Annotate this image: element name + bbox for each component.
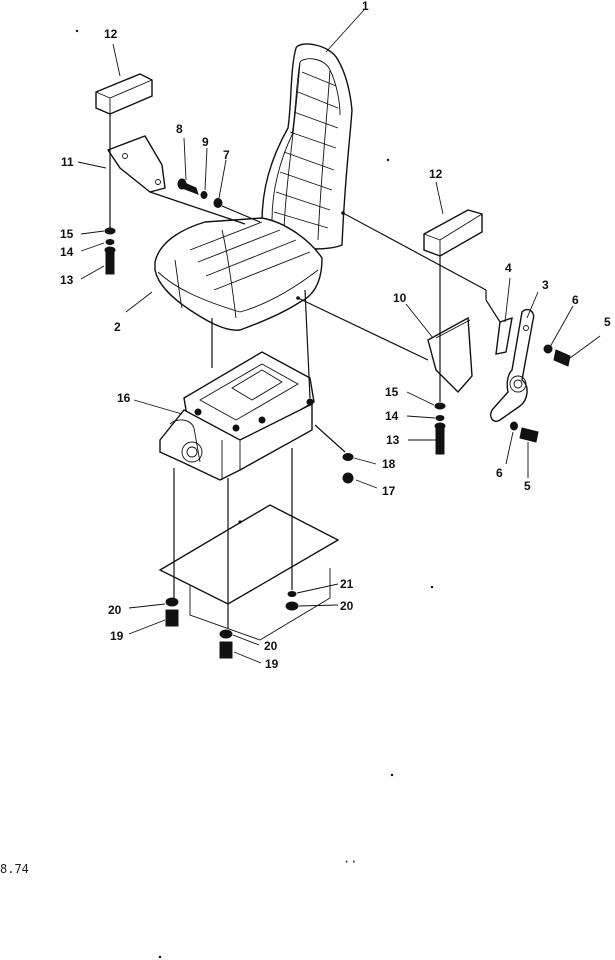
callout-10: 10 — [393, 291, 407, 305]
backrest-bolts — [177, 178, 261, 223]
callout-6-lower: 6 — [496, 466, 503, 480]
callout-5-lower: 5 — [524, 479, 531, 493]
recline-lever-assembly — [297, 212, 571, 443]
callout-13-right: 13 — [386, 433, 400, 447]
callout-18: 18 — [382, 457, 396, 471]
callout-11: 11 — [61, 155, 74, 169]
callout-15-left: 15 — [60, 227, 74, 241]
right-armrest-assembly — [423, 209, 483, 455]
scan-mark: ·· — [343, 855, 357, 869]
callout-21: 21 — [340, 577, 354, 591]
callout-9: 9 — [202, 135, 209, 149]
figure-code: 8.74 — [0, 862, 29, 876]
callout-8: 8 — [176, 122, 183, 136]
callout-12-left: 12 — [104, 27, 118, 41]
callout-14-left: 14 — [60, 245, 74, 259]
callout-labels: 1 2 3 4 5 5 6 6 7 8 9 10 11 12 12 13 13 … — [60, 0, 611, 671]
callout-3: 3 — [542, 278, 549, 292]
seat-suspension — [159, 289, 354, 484]
seat-back — [261, 43, 353, 250]
callout-5-upper: 5 — [604, 315, 611, 329]
callout-7: 7 — [223, 148, 230, 162]
callout-20-bottom: 20 — [264, 639, 278, 653]
left-armrest-assembly — [95, 73, 246, 275]
leader-lines — [77, 9, 601, 664]
scan-specks — [75, 29, 434, 959]
callout-13-left: 13 — [60, 273, 74, 287]
base-plate — [158, 448, 340, 659]
callout-2: 2 — [114, 320, 121, 334]
callout-19-bottom: 19 — [265, 657, 279, 671]
callout-14-right: 14 — [385, 409, 399, 423]
callout-12-right: 12 — [429, 167, 443, 181]
callout-20-right: 20 — [340, 599, 354, 613]
callout-20-left: 20 — [108, 603, 122, 617]
callout-16: 16 — [117, 391, 131, 405]
callout-6-upper: 6 — [572, 293, 579, 307]
callout-17: 17 — [382, 484, 396, 498]
callout-4: 4 — [505, 261, 512, 275]
callout-19-left: 19 — [110, 629, 124, 643]
callout-1: 1 — [362, 0, 369, 13]
seat-cushion — [154, 217, 323, 331]
callout-15-right: 15 — [385, 385, 399, 399]
